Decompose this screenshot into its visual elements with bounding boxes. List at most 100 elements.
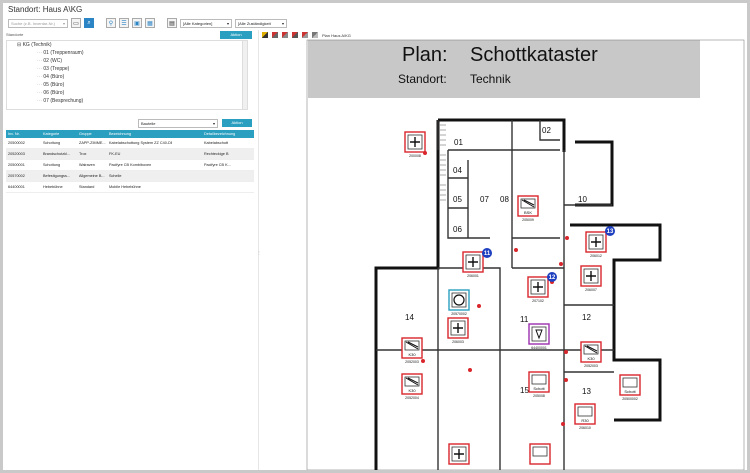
numbered-badge[interactable] bbox=[482, 248, 492, 258]
marker-id: 206003 bbox=[452, 340, 464, 344]
connection-point[interactable] bbox=[423, 151, 427, 155]
col-header[interactable]: Kategorie bbox=[43, 132, 60, 136]
marker-remove-icon[interactable] bbox=[302, 32, 308, 38]
filter-icon[interactable]: ▤ bbox=[167, 18, 177, 28]
table-cell: Schottung bbox=[43, 141, 61, 145]
search-icon[interactable]: ⌕ bbox=[84, 18, 94, 28]
fire-stop-marker[interactable] bbox=[448, 443, 470, 465]
col-header[interactable]: Detailbezeichnung bbox=[204, 132, 236, 136]
tree-item[interactable]: ··· 01 (Treppenraum) bbox=[37, 50, 84, 57]
table-cell bbox=[172, 182, 202, 192]
connection-point[interactable] bbox=[564, 350, 568, 354]
components-table: Inv. Nr. Kategorie Gruppe Bezeichnung De… bbox=[6, 130, 254, 193]
fire-stop-marker[interactable]: 206003 bbox=[447, 317, 469, 344]
room-label: 14 bbox=[405, 313, 414, 322]
fire-stop-marker[interactable]: 206012 bbox=[585, 231, 607, 258]
plus-icon bbox=[468, 257, 478, 267]
tree-connector-icon: ··· bbox=[37, 90, 44, 96]
location-pin-icon[interactable]: ⚲ bbox=[106, 18, 116, 28]
tree-item[interactable]: ··· 04 (Büro) bbox=[37, 74, 64, 81]
col-header[interactable]: Gruppe bbox=[79, 132, 92, 136]
connection-point[interactable] bbox=[565, 236, 569, 240]
tree-item[interactable]: ··· 05 (Büro) bbox=[37, 82, 64, 89]
gallery-icon[interactable]: ▣ bbox=[132, 18, 142, 28]
fire-stop-marker[interactable]: 206001 bbox=[462, 251, 484, 278]
table-cell: Schottung bbox=[43, 163, 61, 167]
tree-item-label: KG (Technik) bbox=[22, 42, 52, 48]
fire-stop-marker[interactable]: 207102 bbox=[527, 276, 549, 303]
fire-stop-marker[interactable] bbox=[529, 443, 551, 465]
table-cell: Schelle bbox=[109, 174, 122, 178]
category-select[interactable]: [Alle Kategorien] ▾ bbox=[180, 18, 232, 28]
tree-item[interactable]: ··· 02 (WC) bbox=[37, 58, 62, 65]
tree-item[interactable]: ··· 06 (Büro) bbox=[37, 90, 64, 97]
connection-point[interactable] bbox=[564, 378, 568, 382]
fire-stop-marker[interactable]: 206007 bbox=[580, 265, 602, 292]
connection-point[interactable] bbox=[559, 262, 563, 266]
aktion-button-2[interactable]: Aktion bbox=[222, 119, 252, 127]
marker-id: 20500002 bbox=[622, 397, 638, 401]
tree-scrollbar[interactable] bbox=[242, 41, 247, 109]
map-icon[interactable]: ▦ bbox=[145, 18, 155, 28]
edit-icon[interactable] bbox=[312, 32, 318, 38]
fire-stop-marker[interactable]: 64400001 bbox=[528, 323, 550, 350]
marker-frame bbox=[528, 371, 550, 393]
fire-stop-marker[interactable]: 20570002 bbox=[448, 289, 470, 316]
list-icon[interactable]: ☰ bbox=[119, 18, 129, 28]
room-label: 15 bbox=[520, 386, 529, 395]
connection-point[interactable] bbox=[468, 368, 472, 372]
pane-divider[interactable] bbox=[258, 30, 259, 470]
badge-label: 13 bbox=[607, 229, 614, 235]
numbered-badge[interactable] bbox=[605, 226, 615, 236]
pencil-icon[interactable] bbox=[262, 32, 268, 38]
marker-inner bbox=[530, 279, 546, 295]
connection-point[interactable] bbox=[421, 359, 425, 363]
col-header[interactable]: Bezeichnung bbox=[109, 132, 131, 136]
plus-icon bbox=[591, 237, 601, 247]
fire-stop-marker[interactable]: 200008 bbox=[404, 131, 426, 158]
search-input[interactable]: Suche (z.B. Inventar-Nr.) ▾ bbox=[8, 18, 68, 28]
room-label: 06 bbox=[453, 225, 462, 234]
marker-move-icon[interactable] bbox=[292, 32, 298, 38]
aktion-button[interactable]: Aktion bbox=[220, 31, 252, 39]
col-header[interactable]: Inv. Nr. bbox=[8, 132, 20, 136]
component-filter-select[interactable]: Bauteile ▾ bbox=[138, 119, 218, 128]
clear-icon[interactable]: ▭ bbox=[71, 18, 81, 28]
connection-point[interactable] bbox=[477, 304, 481, 308]
connection-point[interactable] bbox=[514, 248, 518, 252]
badge-label: 11 bbox=[484, 251, 491, 257]
table-cell bbox=[202, 182, 254, 192]
clamp-icon bbox=[453, 294, 465, 306]
tree-item[interactable]: ⊟ KG (Technik) bbox=[17, 42, 52, 49]
expand-toggle-icon[interactable]: ⊟ bbox=[17, 42, 23, 48]
responsibility-select[interactable]: [Alle Zuständigkeit ▾ bbox=[235, 18, 287, 28]
marker-id: 2052003 bbox=[405, 360, 419, 364]
table-cell bbox=[172, 160, 202, 170]
marker-add-icon[interactable] bbox=[282, 32, 288, 38]
marker-inner bbox=[531, 374, 547, 385]
table-cell: Brandschutzkl... bbox=[43, 152, 71, 156]
marker-inner bbox=[451, 446, 467, 462]
col-header[interactable] bbox=[172, 130, 202, 138]
tree-item[interactable]: ··· 03 (Treppe) bbox=[37, 66, 69, 73]
connection-point[interactable] bbox=[561, 422, 565, 426]
tree-item[interactable]: ··· 07 (Besprechung) bbox=[37, 98, 83, 105]
table-cell: Hebebühne bbox=[43, 185, 63, 189]
marker-icon[interactable] bbox=[272, 32, 278, 38]
splitter-grip[interactable]: ⋮ bbox=[257, 250, 261, 255]
numbered-badge[interactable] bbox=[547, 272, 557, 282]
tree-item-label: 07 (Besprechung) bbox=[43, 98, 84, 104]
floor-plan[interactable]: 01 02 04 05 06 07 08 10 11 12 13 14 15 2… bbox=[262, 30, 746, 470]
